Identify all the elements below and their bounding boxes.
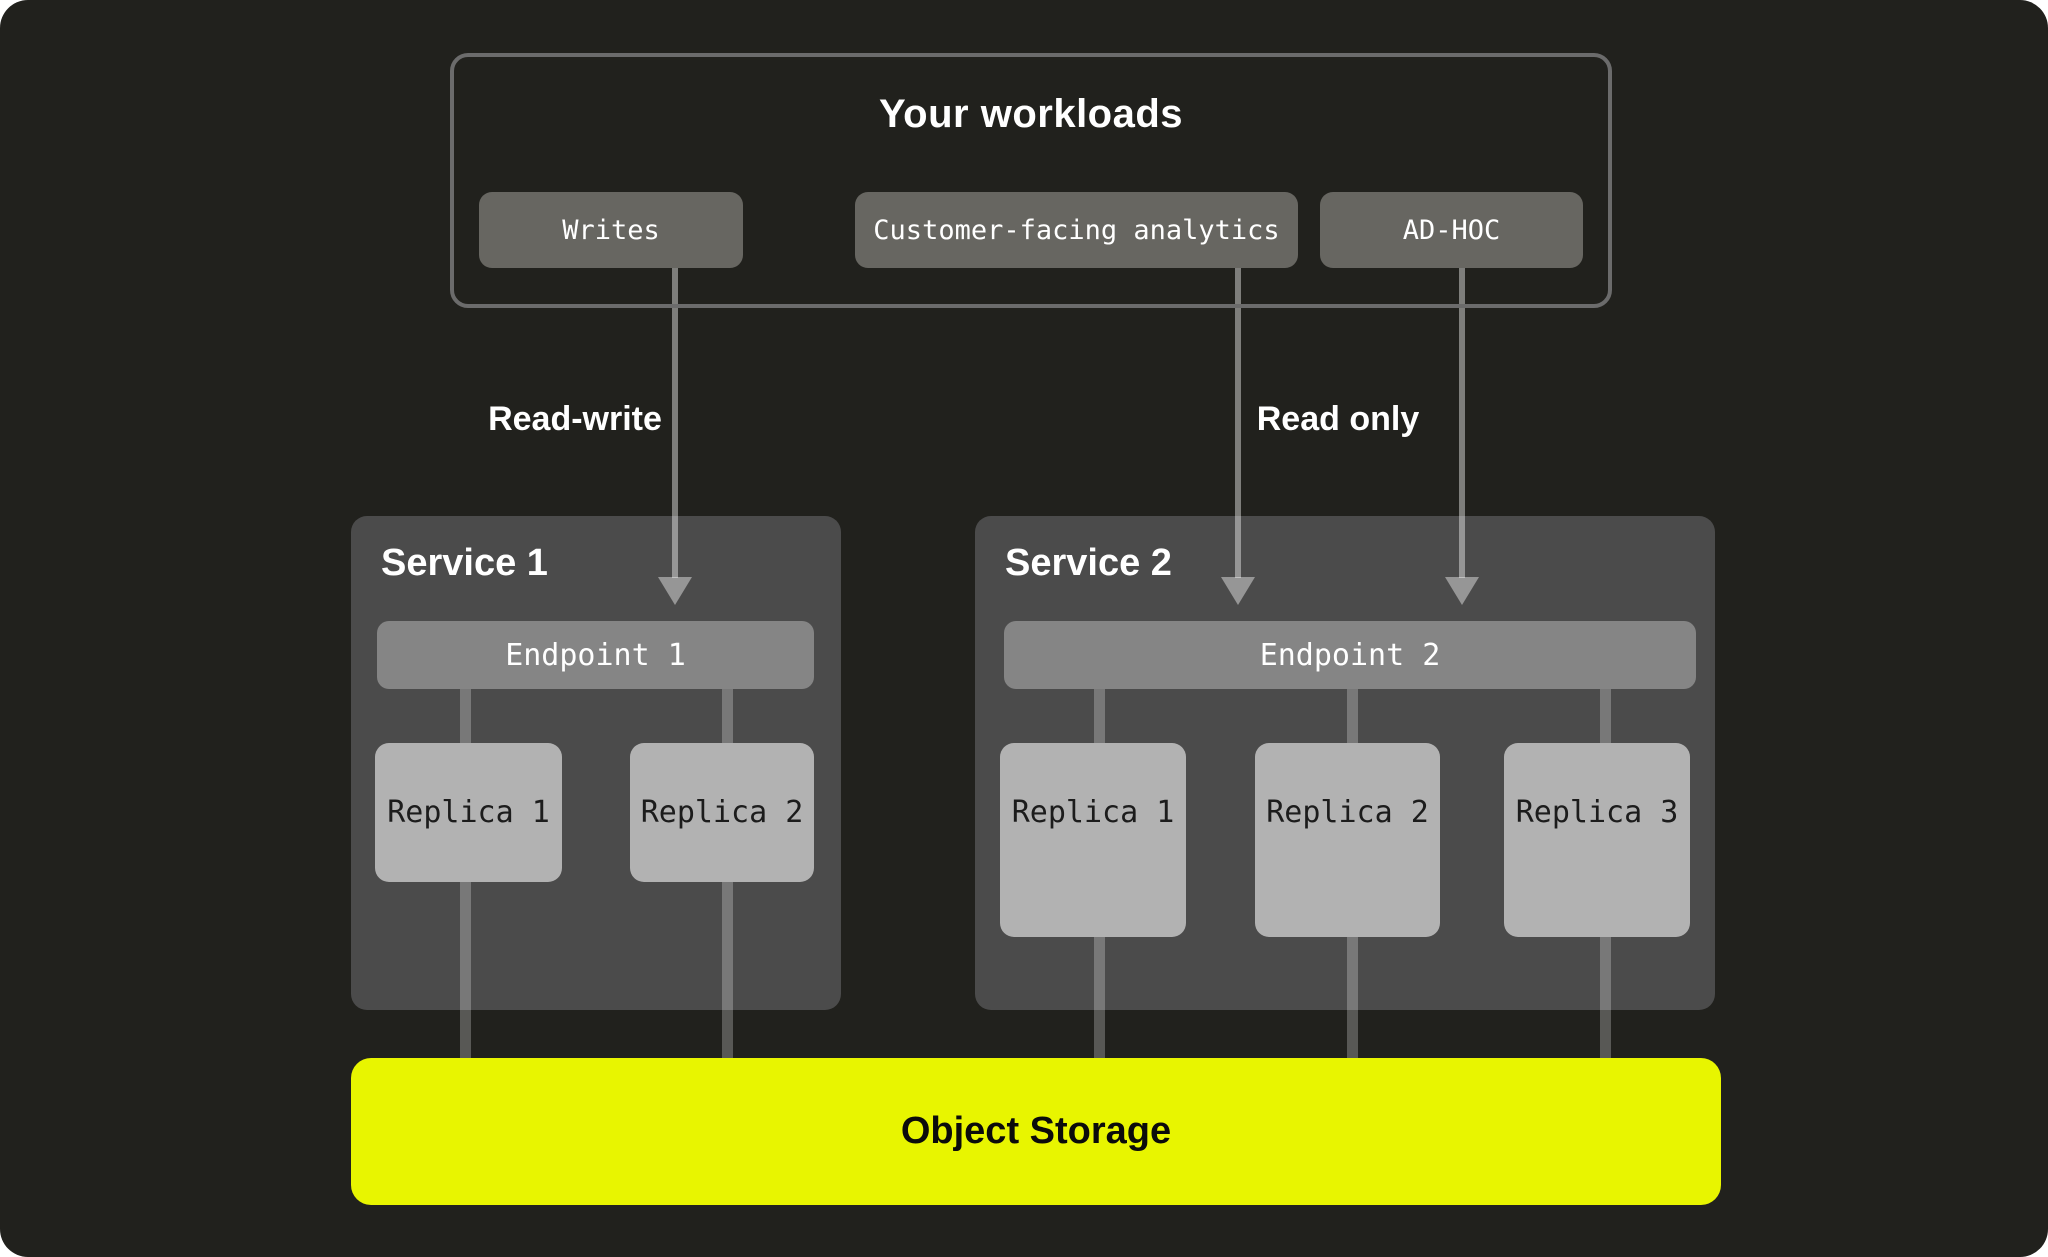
- workloads-frame: [450, 53, 1612, 308]
- arrow-line-writes-to-endpoint-1: [672, 268, 678, 578]
- pill-ad-hoc: AD-HOC: [1320, 192, 1583, 268]
- arrow-down-icon: [658, 577, 692, 605]
- pill-writes: Writes: [479, 192, 743, 268]
- read-write-label: Read-write: [488, 400, 662, 438]
- object-storage-label: Object Storage: [900, 1110, 1172, 1152]
- service-1-title: Service 1: [381, 542, 548, 584]
- object-storage-bar: Object Storage: [351, 1058, 1721, 1205]
- endpoint-2-bar: Endpoint 2: [1004, 621, 1696, 689]
- service-2-replica-2: Replica 2: [1255, 743, 1440, 937]
- pill-customer-facing-analytics: Customer-facing analytics: [855, 192, 1298, 268]
- service-1-replica-1: Replica 1: [375, 743, 562, 882]
- service-2-replica-3: Replica 3: [1504, 743, 1690, 937]
- read-only-label: Read only: [1256, 400, 1420, 438]
- arrow-line-analytics-to-endpoint-2: [1235, 268, 1241, 578]
- arrow-down-icon: [1445, 577, 1479, 605]
- workloads-title: Your workloads: [878, 92, 1184, 136]
- arrow-line-adhoc-to-endpoint-2: [1459, 268, 1465, 578]
- service-2-title: Service 2: [1005, 542, 1172, 584]
- service-1-replica-2: Replica 2: [630, 743, 814, 882]
- endpoint-1-bar: Endpoint 1: [377, 621, 814, 689]
- service-2-replica-1: Replica 1: [1000, 743, 1186, 937]
- arrow-down-icon: [1221, 577, 1255, 605]
